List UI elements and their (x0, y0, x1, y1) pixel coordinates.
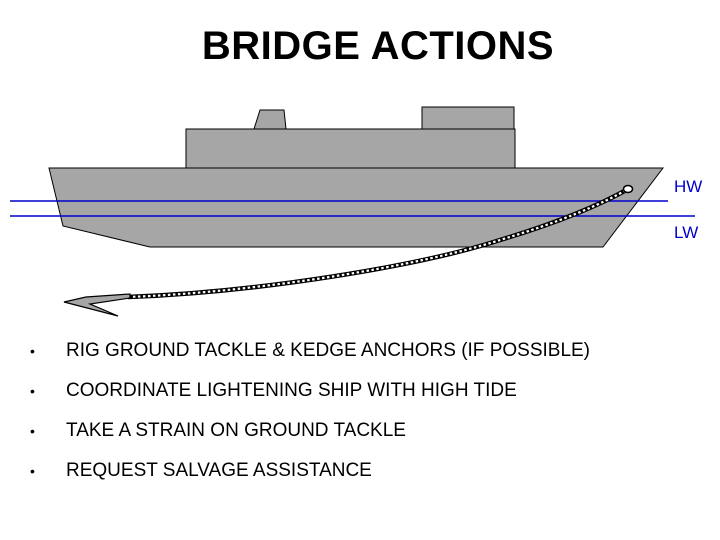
bullet-marker: • (30, 343, 35, 359)
list-item: • RIG GROUND TACKLE & KEDGE ANCHORS (IF … (30, 340, 670, 362)
kedge-anchor (63, 293, 131, 317)
list-item: • TAKE A STRAIN ON GROUND TACKLE (30, 420, 670, 442)
list-item-text: TAKE A STRAIN ON GROUND TACKLE (66, 420, 406, 441)
list-item-text: COORDINATE LIGHTENING SHIP WITH HIGH TID… (66, 380, 517, 401)
list-item-text: REQUEST SALVAGE ASSISTANCE (66, 460, 372, 481)
ship-superstructure (185, 128, 516, 169)
list-item-text: RIG GROUND TACKLE & KEDGE ANCHORS (IF PO… (66, 340, 591, 361)
ship-grounding-diagram: HW LW (10, 106, 702, 317)
list-item: • REQUEST SALVAGE ASSISTANCE (30, 460, 670, 482)
ship-pilot-house (421, 106, 515, 130)
lw-label: LW (674, 223, 698, 242)
bullet-marker: • (30, 423, 35, 439)
action-list: • RIG GROUND TACKLE & KEDGE ANCHORS (IF … (30, 340, 670, 500)
hw-label: HW (674, 177, 702, 196)
anchor-chain (127, 184, 634, 300)
list-item: • COORDINATE LIGHTENING SHIP WITH HIGH T… (30, 380, 670, 402)
ship-funnel (253, 109, 287, 130)
slide-title: BRIDGE ACTIONS (201, 24, 555, 68)
ship-hull (48, 167, 665, 248)
bullet-marker: • (30, 463, 35, 479)
bullet-marker: • (30, 383, 35, 399)
